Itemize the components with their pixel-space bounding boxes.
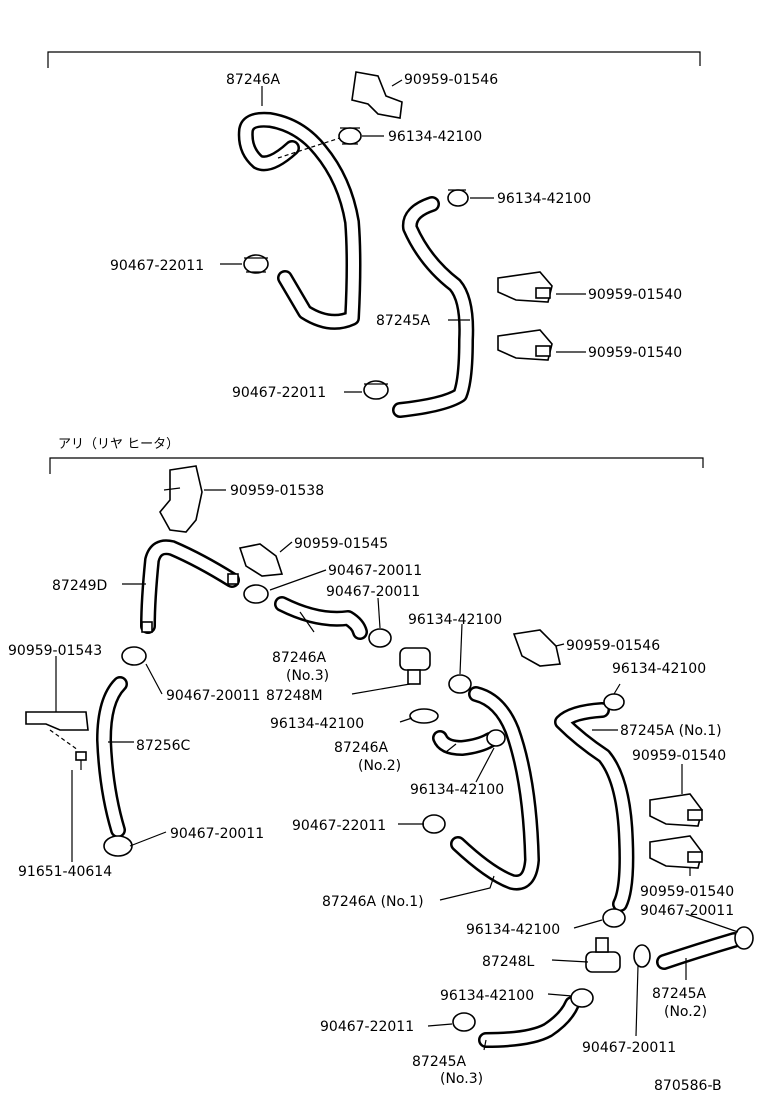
- label-no3: (No.3): [440, 1071, 483, 1087]
- label-90467-22011: 90467-22011: [320, 1019, 414, 1035]
- hose-87245a-no2: [656, 932, 742, 970]
- bracket-icon: [25, 711, 89, 751]
- label-90467-20011: 90467-20011: [582, 1040, 676, 1056]
- bracket-icon: [238, 543, 284, 577]
- label-90959-01540: 90959-01540: [632, 748, 726, 764]
- clamp-icon: [603, 693, 625, 711]
- label-87246a-no3: 87246A: [272, 650, 327, 666]
- clamp-icon: [243, 254, 269, 274]
- label-96134-42100: 96134-42100: [497, 191, 591, 207]
- leader-lines-upper: [220, 79, 586, 393]
- label-87248l: 87248L: [482, 954, 535, 970]
- label-90959-01540: 90959-01540: [588, 345, 682, 361]
- label-90959-01540: 90959-01540: [588, 287, 682, 303]
- clamp-icon: [452, 1012, 476, 1032]
- label-90467-22011: 90467-22011: [292, 818, 386, 834]
- leader-lines-lower: [55, 489, 739, 1051]
- joint-87248l: [585, 937, 621, 973]
- hose-87246a-no1: [450, 686, 540, 891]
- label-96134-42100: 96134-42100: [410, 782, 504, 798]
- clamp-icon: [243, 584, 269, 604]
- clamp-icon: [447, 189, 469, 207]
- label-90467-20011: 90467-20011: [326, 584, 420, 600]
- hose-87245a-upper: [392, 196, 475, 418]
- label-87246a-no2: 87246A: [334, 740, 389, 756]
- label-no2: (No.2): [664, 1004, 707, 1020]
- clamp-icon: [570, 988, 594, 1008]
- hose-87246a-no3: [274, 596, 368, 640]
- label-90959-01543: 90959-01543: [8, 643, 102, 659]
- clamp-icon: [602, 908, 626, 928]
- bracket-icon: [512, 629, 561, 667]
- clamp-icon: [422, 814, 446, 834]
- upper-section-bracket: [47, 51, 701, 68]
- label-91651-40614: 91651-40614: [18, 864, 112, 880]
- clamp-icon: [734, 926, 754, 950]
- bracket-icon: [497, 329, 553, 361]
- label-96134-42100: 96134-42100: [612, 661, 706, 677]
- label-87245a-no2: 87245A: [652, 986, 707, 1002]
- label-90959-01540: 90959-01540: [640, 884, 734, 900]
- label-90467-22011: 90467-22011: [110, 258, 204, 274]
- clamp-icon: [486, 729, 506, 747]
- label-87245a-no3: 87245A: [412, 1054, 467, 1070]
- label-96134-42100: 96134-42100: [408, 612, 502, 628]
- clamp-icon: [633, 944, 651, 968]
- label-87256c: 87256C: [136, 738, 191, 754]
- label-90959-01546: 90959-01546: [566, 638, 660, 654]
- label-90959-01546: 90959-01546: [404, 72, 498, 88]
- hose-87246a-no2: [432, 730, 498, 756]
- hose-87245a-no1: [554, 702, 635, 912]
- label-no3: (No.3): [286, 668, 329, 684]
- bolt-icon: [75, 751, 87, 770]
- bracket-icon: [649, 793, 703, 827]
- clamp-icon: [368, 628, 392, 648]
- clamp-icon: [409, 708, 439, 724]
- clamp-icon: [338, 127, 362, 145]
- label-90959-01545: 90959-01545: [294, 536, 388, 552]
- figure-id: 870586-B: [654, 1078, 722, 1094]
- label-96134-42100: 96134-42100: [388, 129, 482, 145]
- bracket-icon: [497, 271, 553, 303]
- label-87246a: 87246A: [226, 72, 281, 88]
- bracket-icon: [159, 465, 203, 533]
- hose-87249d: [140, 539, 240, 634]
- label-90467-20011: 90467-20011: [170, 826, 264, 842]
- label-96134-42100: 96134-42100: [270, 716, 364, 732]
- label-90467-22011: 90467-22011: [232, 385, 326, 401]
- label-90959-01538: 90959-01538: [230, 483, 324, 499]
- clamp-icon: [121, 646, 147, 666]
- label-90467-20011: 90467-20011: [328, 563, 422, 579]
- label-96134-42100: 96134-42100: [466, 922, 560, 938]
- bracket-icon: [351, 71, 403, 119]
- bracket-icon: [649, 835, 703, 869]
- hose-87246a-upper: [237, 111, 362, 330]
- hose-87256c: [96, 676, 128, 838]
- section-heading: アリ（リヤ ヒータ）: [58, 437, 179, 452]
- hose-87245a-no3: [478, 996, 580, 1048]
- label-87248m: 87248M: [266, 688, 323, 704]
- label-90467-20011: 90467-20011: [640, 903, 734, 919]
- joint-87248m: [399, 647, 431, 685]
- clamp-icon: [448, 674, 472, 694]
- label-96134-42100: 96134-42100: [440, 988, 534, 1004]
- clamp-icon: [363, 380, 389, 400]
- lower-section-bracket: アリ（リヤ ヒータ）: [49, 437, 704, 474]
- label-90467-20011: 90467-20011: [166, 688, 260, 704]
- label-87245a: 87245A: [376, 313, 431, 329]
- label-87245a-no1: 87245A (No.1): [620, 723, 722, 739]
- label-no2: (No.2): [358, 758, 401, 774]
- label-87249d: 87249D: [52, 578, 107, 594]
- clamp-icon: [103, 835, 133, 857]
- label-87246a-no1: 87246A (No.1): [322, 894, 424, 910]
